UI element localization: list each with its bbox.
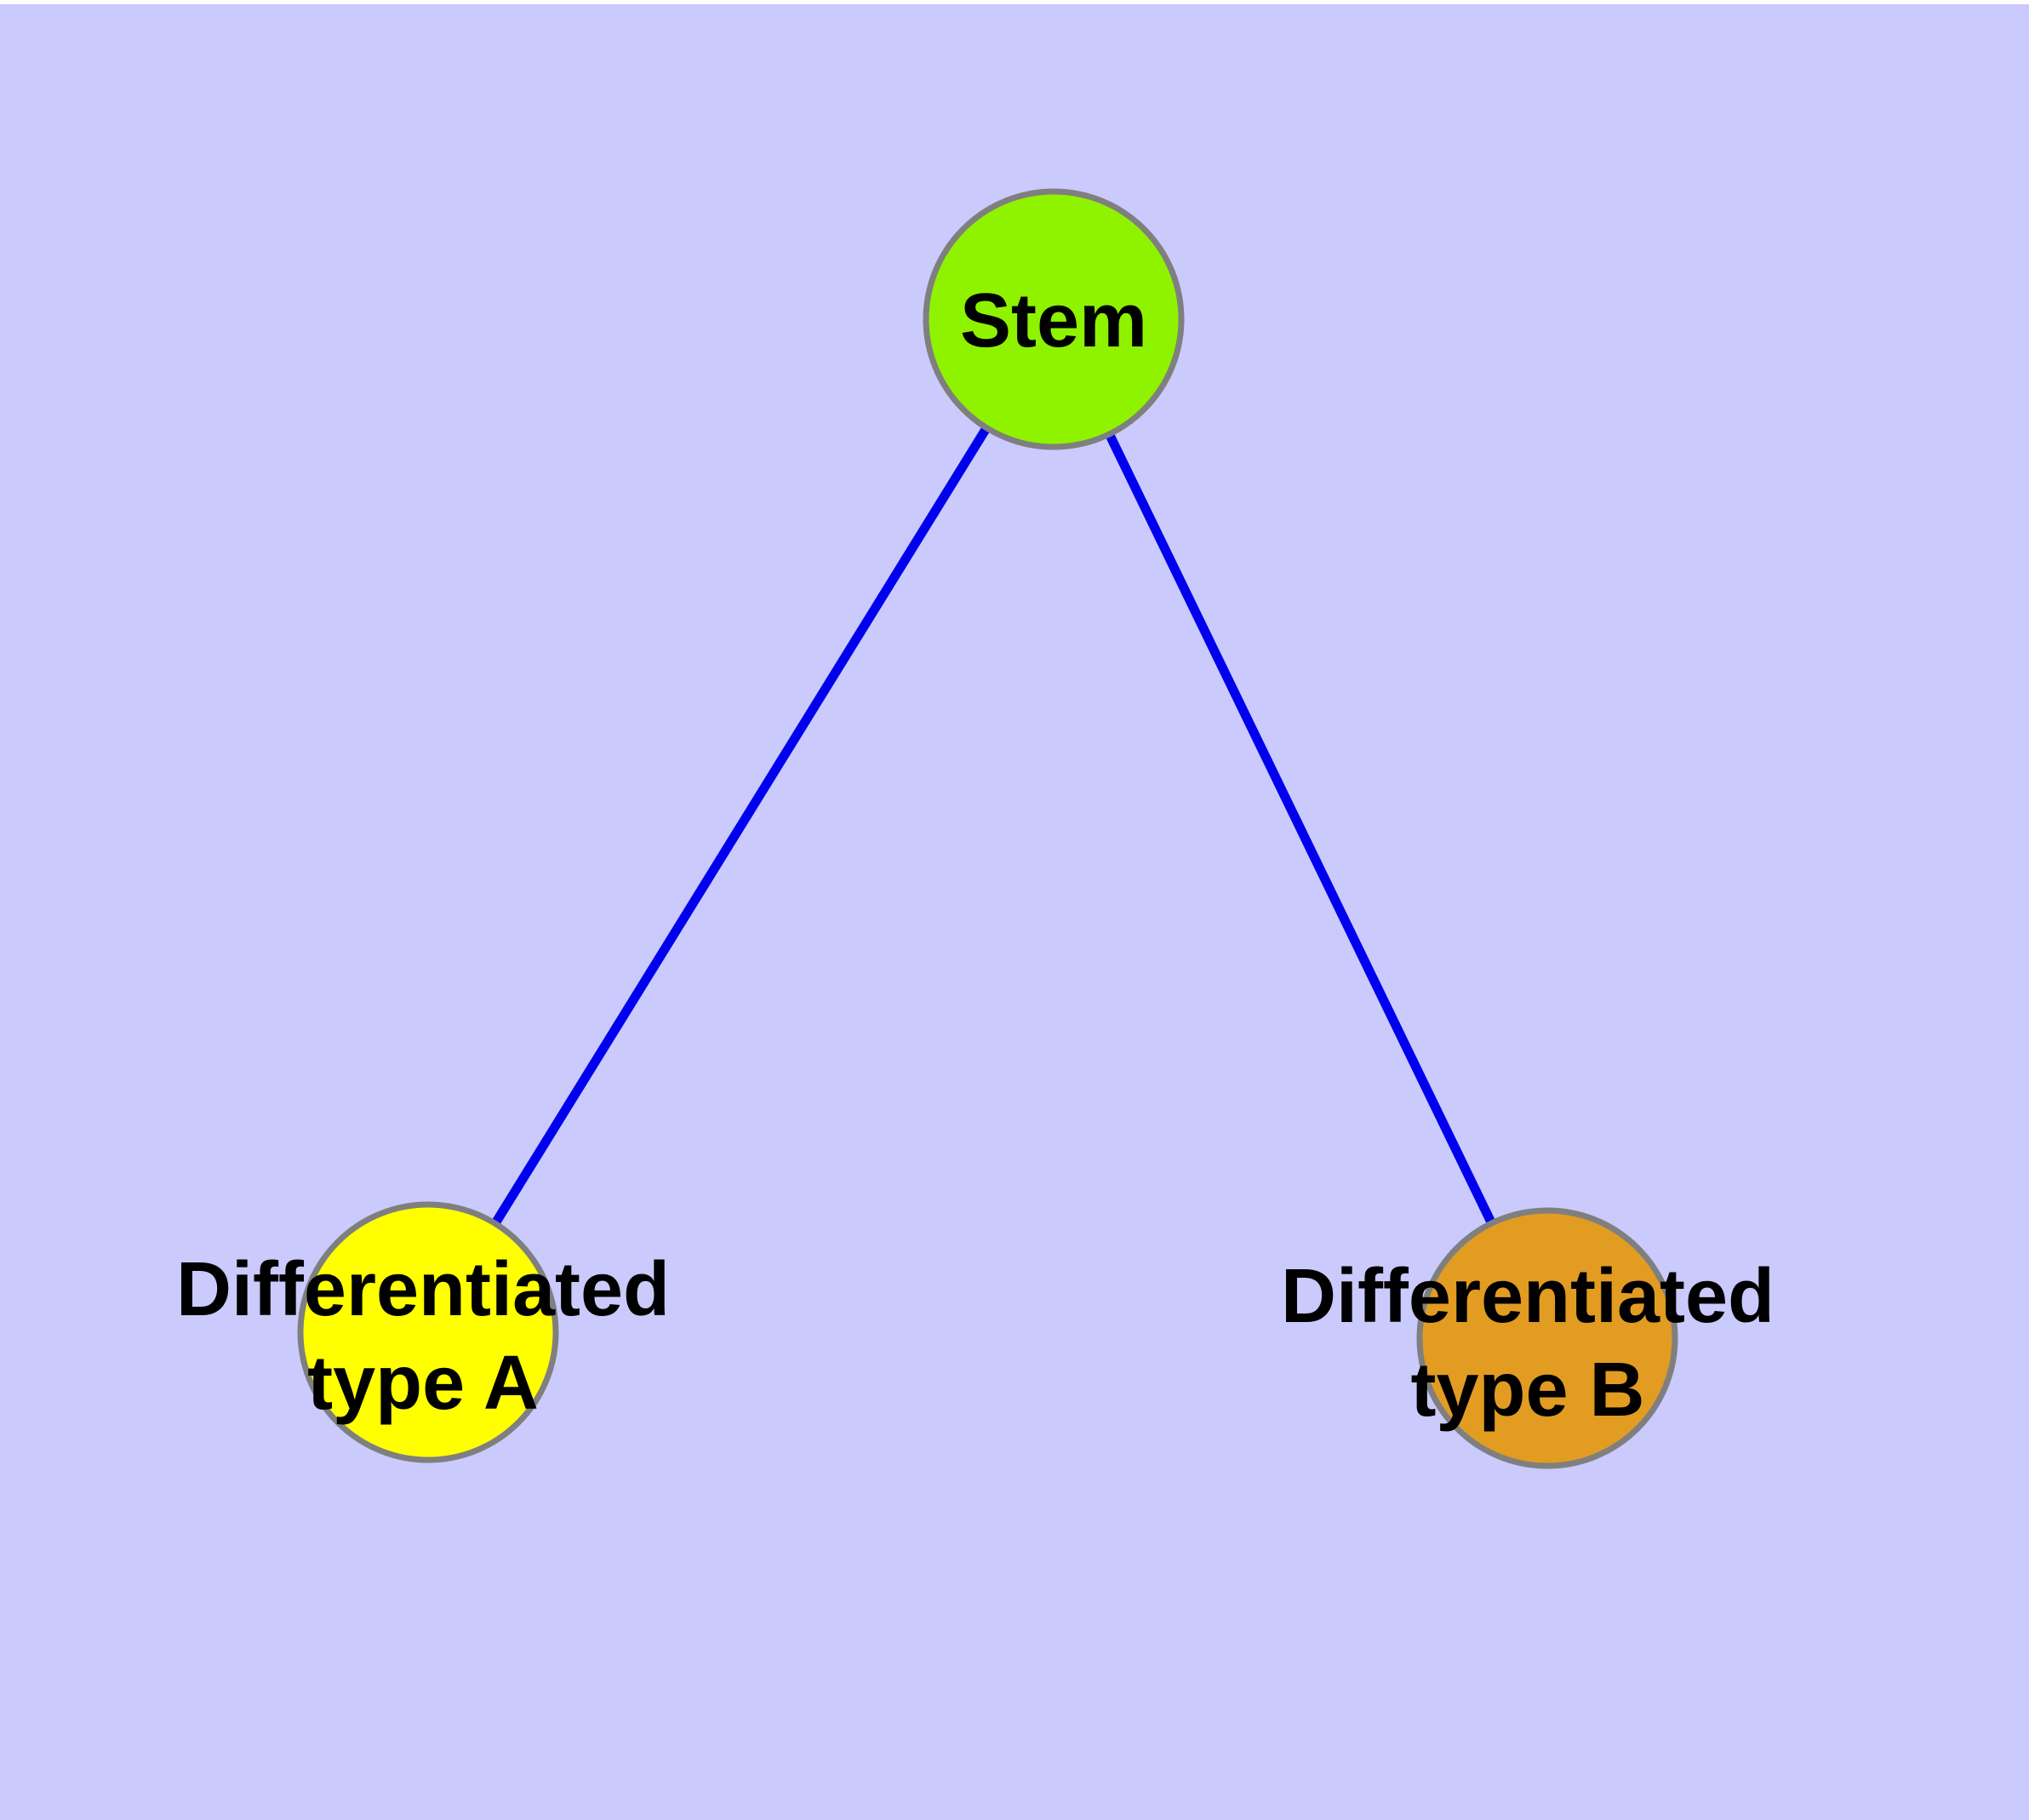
node-type-a-label-line2: type A	[307, 1341, 539, 1426]
node-type-a-label-line1: Differentiated	[176, 1247, 670, 1332]
edge-stem-to-type-b	[1049, 317, 1552, 1341]
node-type-b-label-line2: type B	[1410, 1348, 1644, 1433]
node-differentiated-type-a	[297, 1201, 559, 1463]
node-stem	[923, 188, 1185, 450]
node-differentiated-type-b	[1416, 1207, 1678, 1469]
node-type-b-label-line1: Differentiated	[1281, 1254, 1775, 1339]
edge-stem-to-type-a	[424, 317, 1058, 1335]
node-stem-label: Stem	[960, 278, 1147, 363]
